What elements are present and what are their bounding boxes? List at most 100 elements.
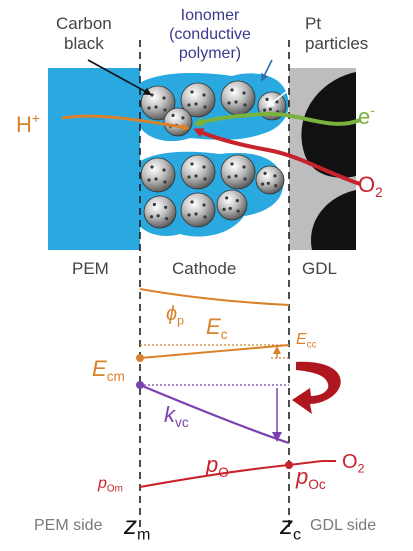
pt-particle — [194, 212, 198, 216]
pt-particle — [187, 175, 191, 179]
pem-region — [48, 68, 140, 250]
ec-label-text: E — [206, 314, 221, 339]
pt-particles-label-line1: Pt — [305, 14, 322, 33]
ionomer-label-line2: (conductive — [169, 26, 251, 43]
pt-particle — [203, 177, 207, 181]
o2-right-label-sub: 2 — [357, 461, 365, 476]
zc-label-text: z — [280, 510, 293, 540]
kvc-curve — [139, 383, 290, 445]
pt-particle — [230, 162, 234, 166]
kvc-label-sub: vc — [175, 414, 189, 430]
phi-p-label: ϕp — [166, 304, 184, 327]
pt-particle — [150, 165, 154, 169]
pt-particle — [263, 171, 267, 176]
gdl-side-label: GDL side — [310, 517, 377, 534]
phi-p-curve — [139, 288, 290, 306]
carbon-particle — [255, 165, 285, 195]
carbon-black-label-line1: Carbon — [56, 14, 112, 33]
carbon-particle — [220, 80, 256, 116]
ionomer-label-line1: Ionomer — [180, 7, 240, 24]
carbon-particle — [143, 195, 177, 229]
ec-label-sub: c — [220, 326, 228, 342]
ecm-label-text: E — [92, 356, 107, 381]
pt-pointer — [266, 91, 287, 108]
carbon-particle — [163, 107, 193, 137]
zm-label-sub: m — [137, 525, 151, 544]
gdl-carbon-fiber-bottom — [311, 190, 356, 250]
pt-particle — [225, 196, 229, 200]
o2-right-label: O2 — [342, 452, 364, 475]
po-label-text: p — [206, 452, 219, 477]
o2-right-label-text: O — [342, 451, 358, 473]
pt-particles-label-line2: particles — [305, 34, 369, 53]
proton-arrow — [61, 114, 190, 132]
pt-particle — [228, 206, 232, 211]
electron-label: e- — [358, 104, 375, 128]
pt-particle — [190, 162, 194, 166]
proton-label-sup: + — [31, 111, 40, 126]
po-label: pO — [206, 452, 229, 480]
zc-label: zc — [280, 512, 301, 543]
phi-p-label-text: ϕ — [166, 303, 178, 325]
ionomer-pointer — [261, 59, 273, 82]
pt-particle — [181, 116, 185, 120]
ec-curve — [139, 344, 290, 359]
electron-label-text: e — [358, 103, 371, 129]
oxygen-arrow — [193, 128, 361, 186]
ecm-point — [136, 354, 144, 362]
ionomer-label-line3: polymer) — [178, 45, 242, 62]
pt-particle — [222, 207, 226, 212]
pt-particle — [163, 108, 167, 112]
pt-particle — [163, 180, 167, 184]
pt-particle — [194, 174, 198, 178]
pt-particle — [154, 177, 158, 181]
carbon-black-particles — [140, 80, 287, 229]
zc-label-sub: c — [293, 525, 302, 544]
pt-particle — [235, 198, 239, 203]
carbon-particle — [180, 154, 216, 190]
ecc-label-text: E — [296, 331, 307, 348]
pt-particle — [202, 165, 206, 169]
coupling-arrow — [292, 361, 341, 414]
pt-particle — [187, 103, 191, 107]
zm-label-text: z — [124, 510, 137, 540]
pt-particle — [234, 174, 238, 178]
zm-label: zm — [124, 512, 150, 543]
pt-particle — [273, 174, 277, 178]
poc-label-text: p — [296, 464, 309, 489]
carbon-black-pointer — [87, 59, 152, 95]
pom-label: pOm — [98, 476, 123, 494]
carbon-particle — [220, 154, 256, 190]
pt-particle — [203, 215, 207, 219]
pt-particle — [149, 215, 154, 219]
pt-particle — [275, 100, 279, 104]
oxygen-label: O2 — [358, 174, 383, 200]
pt-particles-label: Pt particles — [305, 14, 368, 54]
pt-particle — [190, 200, 194, 204]
pt-particle — [202, 203, 206, 207]
ecm-label-sub: cm — [106, 368, 125, 384]
pt-particle — [274, 184, 278, 188]
pt-particle — [266, 181, 270, 185]
pt-particle — [227, 101, 231, 105]
kvc-label-text: k — [164, 402, 175, 427]
pt-particle — [227, 175, 231, 179]
carbon-particle — [180, 82, 216, 118]
poc-label: pOc — [296, 464, 326, 492]
oxygen-label-sub: 2 — [375, 184, 383, 200]
poc-point — [285, 461, 293, 469]
pt-particle — [171, 113, 175, 118]
gdl-label: GDL — [302, 259, 337, 278]
carbon-black-label-line2: black — [64, 34, 104, 53]
pt-particle — [164, 216, 169, 221]
pem-side-label: PEM side — [34, 517, 103, 534]
pt-particle — [147, 178, 151, 182]
carbon-black-label: Carbon black — [56, 14, 112, 54]
pom-label-text: p — [98, 475, 107, 492]
pt-particle — [202, 93, 206, 97]
pt-particle — [154, 105, 158, 109]
poc-label-sub: Oc — [308, 476, 326, 492]
pt-particle — [234, 100, 238, 104]
